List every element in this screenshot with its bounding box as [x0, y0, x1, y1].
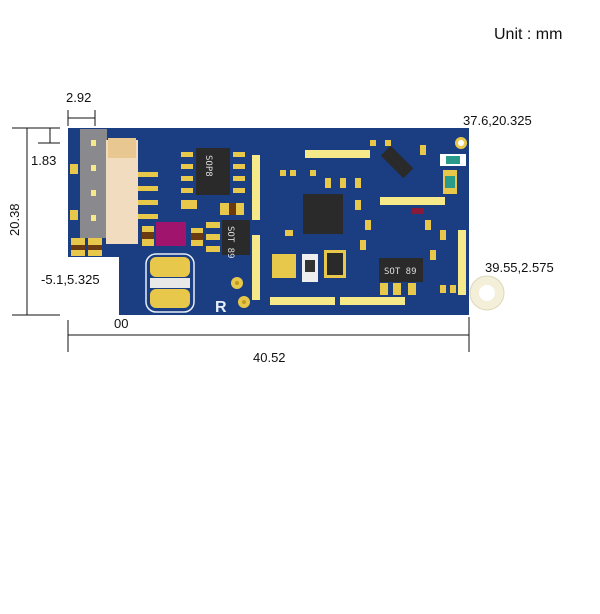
sop8-silkscreen: SOP8 — [203, 155, 213, 177]
sot89-right-chip — [379, 258, 423, 282]
unit-label: Unit : mm — [494, 26, 562, 43]
pcb-board: SOP8 SOT 89 R SOT 89 — [68, 128, 469, 316]
sot89-right-silkscreen: SOT 89 — [384, 267, 417, 277]
mount-hole-label: 39.55,2.575 — [485, 260, 554, 275]
sop8-chip — [196, 148, 230, 195]
board-width-label: 40.52 — [253, 350, 286, 365]
cutout-corner-label: -5.1,5.325 — [41, 272, 100, 287]
top-right-hole-label: 37.6,20.325 — [463, 113, 532, 128]
connector-width-label: 2.92 — [66, 90, 91, 105]
crystal-pad — [272, 254, 296, 278]
magenta-component — [156, 222, 186, 246]
board-height-label: 20.38 — [7, 203, 22, 236]
sot89-left-chip — [222, 220, 250, 255]
qfn-chip — [303, 194, 343, 234]
mount-hole — [468, 275, 505, 330]
origin-label: 00 — [114, 316, 128, 331]
silkscreen-r: R — [215, 299, 227, 316]
top-offset-label: 1.83 — [31, 153, 56, 168]
dimension-lines — [12, 110, 470, 352]
sot89-left-silkscreen: SOT 89 — [225, 226, 235, 259]
